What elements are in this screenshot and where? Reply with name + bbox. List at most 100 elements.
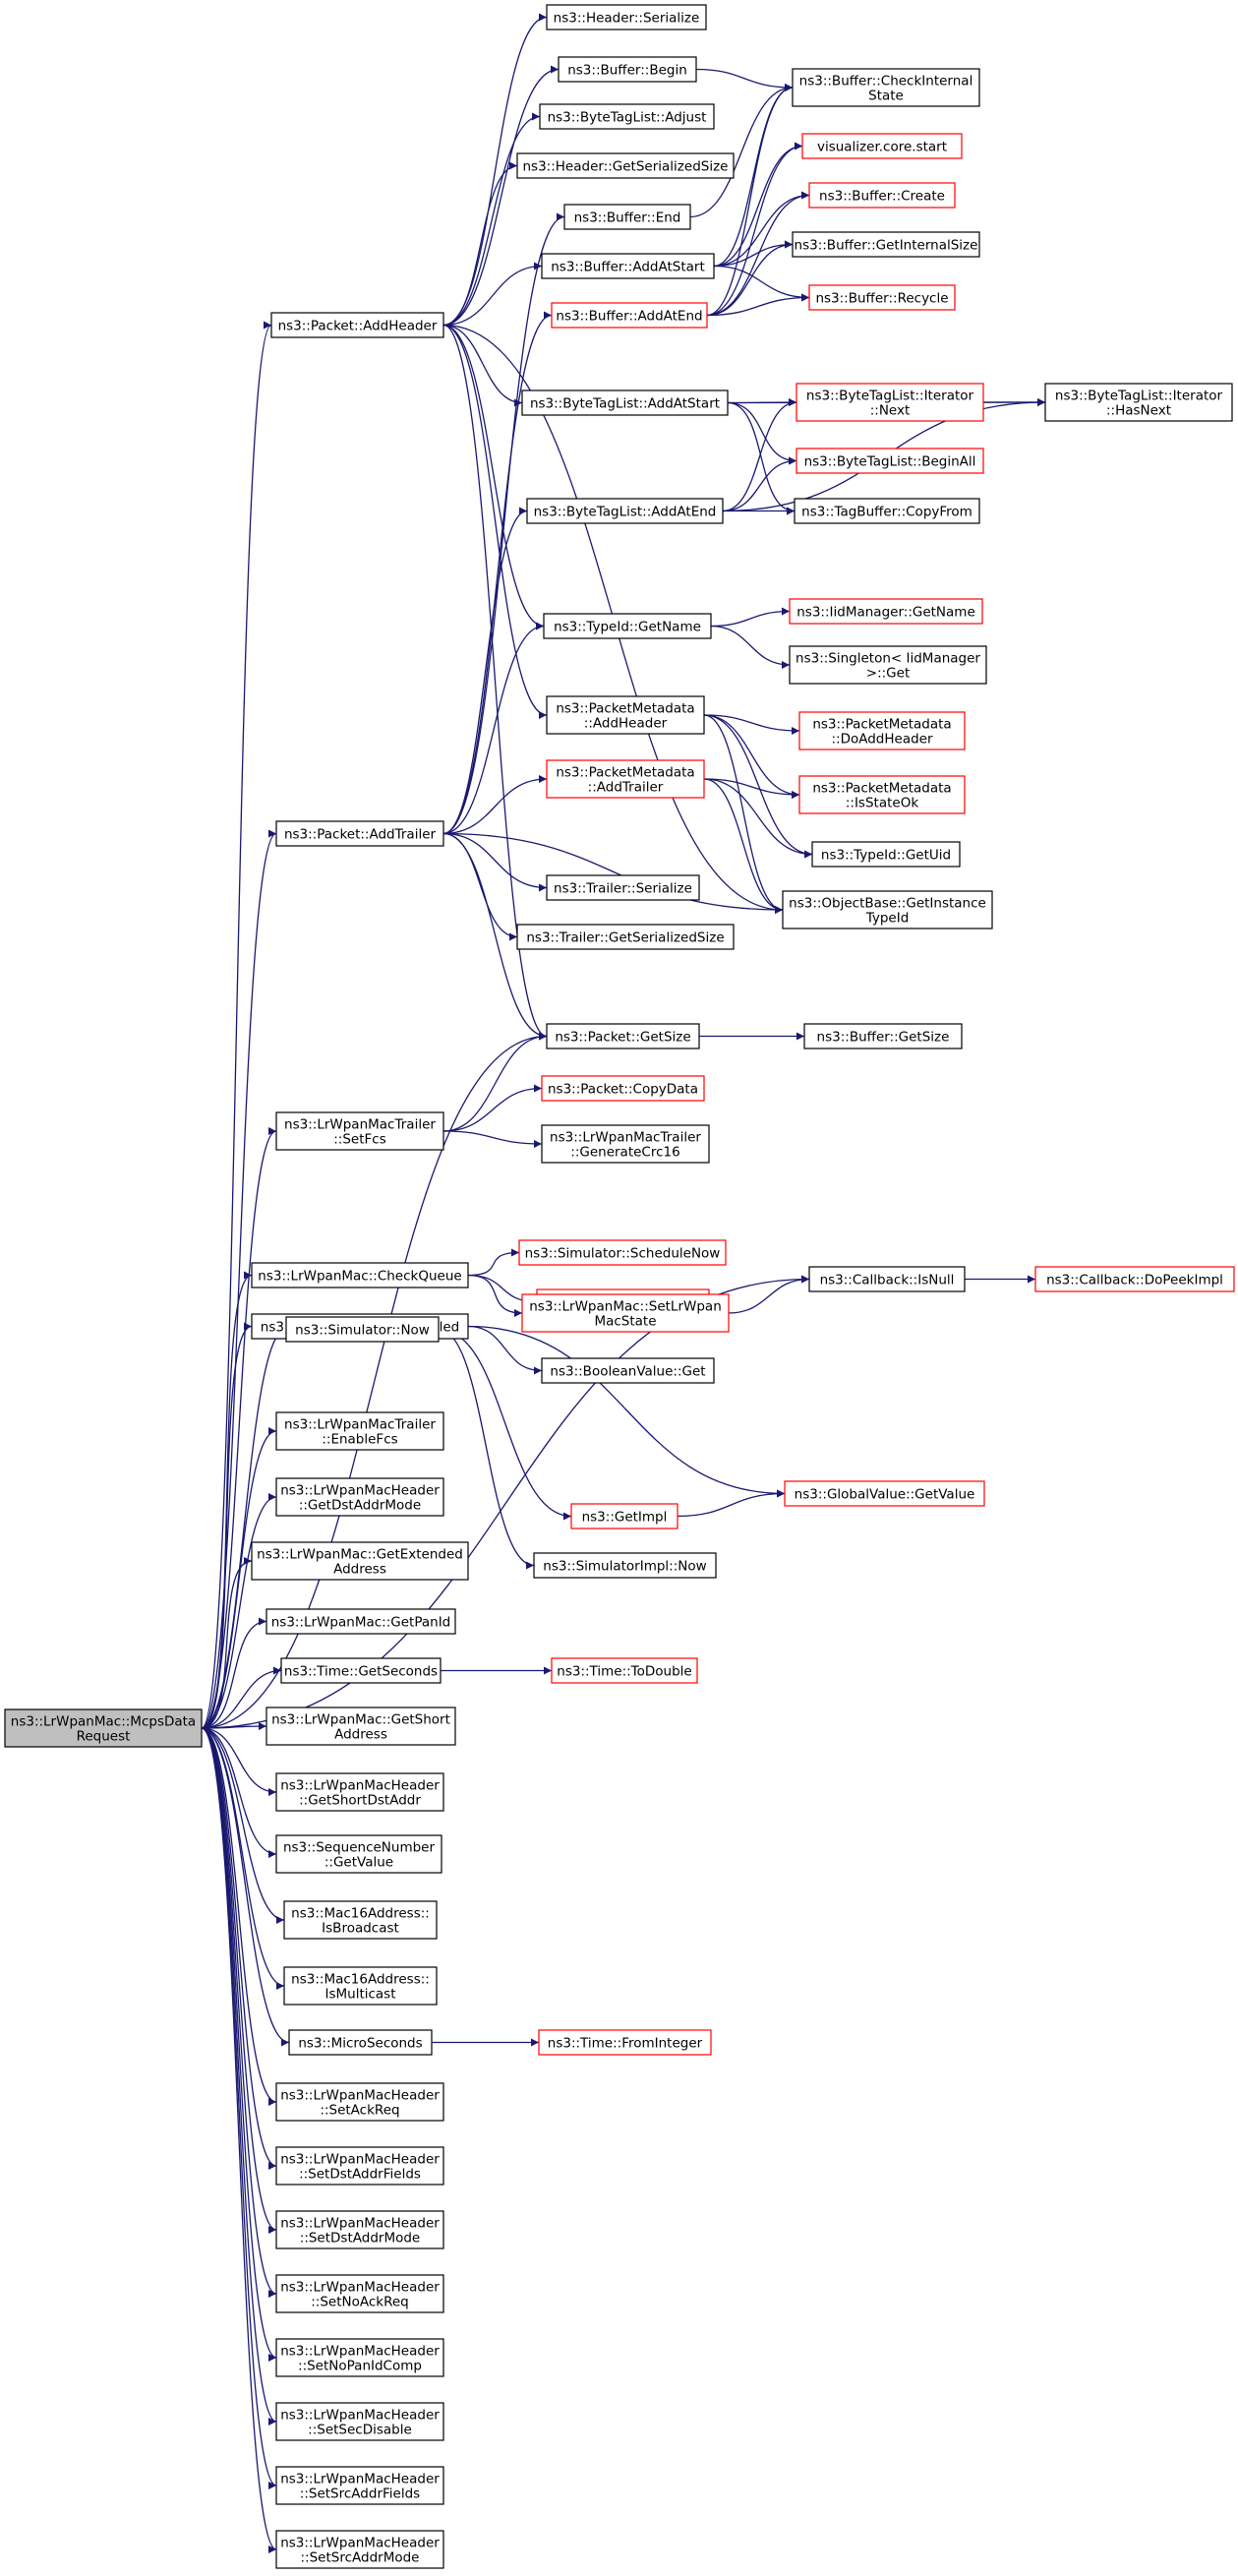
node-getimpl[interactable]: ns3::GetImpl — [570, 1503, 678, 1529]
node-box — [275, 2402, 444, 2441]
node-packet-copydata[interactable]: ns3::Packet::CopyData — [541, 1075, 705, 1102]
node-simimpl-now[interactable]: ns3::SimulatorImpl::Now — [533, 1552, 717, 1579]
node-singleton-get[interactable]: ns3::Singleton< IidManager>::Get — [789, 645, 987, 685]
node-label: ns3::Buffer::CheckInternal — [799, 74, 973, 90]
node-buffer-recycle[interactable]: ns3::Buffer::Recycle — [808, 284, 956, 311]
node-label: ns3::Trailer::GetSerializedSize — [526, 930, 724, 946]
node-box — [811, 841, 961, 868]
node-header-getsersize[interactable]: ns3::Header::GetSerializedSize — [516, 152, 735, 179]
node-label: ns3::Buffer::GetSize — [817, 1030, 950, 1046]
node-label: ns3::Header::GetSerializedSize — [523, 159, 729, 175]
node-label: ns3::GetImpl — [582, 1510, 668, 1526]
edge-packet_addheader-to-bytetaglist_adjust — [442, 112, 541, 327]
node-header-setsrcaddrfields[interactable]: ns3::LrWpanMacHeader::SetSrcAddrFields — [275, 2466, 444, 2505]
node-label: ns3::SimulatorImpl::Now — [543, 1559, 706, 1575]
node-box — [789, 645, 987, 685]
node-label: ns3::BooleanValue::Get — [550, 1364, 705, 1380]
node-mac16-ismulticast[interactable]: ns3::Mac16Address::IsMulticast — [283, 1966, 438, 2006]
node-callback-isnull[interactable]: ns3::Callback::IsNull — [808, 1266, 966, 1292]
node-iidmanager-getname[interactable]: ns3::IidManager::GetName — [789, 598, 983, 625]
node-typeid-getname[interactable]: ns3::TypeId::GetName — [543, 613, 712, 639]
node-header-serialize[interactable]: ns3::Header::Serialize — [546, 4, 707, 30]
edge-typeid_getname-to-iidmanager_getname — [710, 607, 791, 628]
edge-root-to-packet_addtrailer — [201, 829, 277, 1729]
node-box — [803, 1023, 963, 1049]
node-box — [551, 302, 708, 329]
node-seqnum-getvalue[interactable]: ns3::SequenceNumber::GetValue — [275, 1834, 442, 1874]
node-box — [546, 695, 705, 735]
node-globalvalue-getvalue[interactable]: ns3::GlobalValue::GetValue — [784, 1480, 985, 1507]
node-mac16-isbroadcast[interactable]: ns3::Mac16Address::IsBroadcast — [283, 1900, 438, 1940]
node-box — [546, 874, 700, 901]
node-buffer-getsize[interactable]: ns3::Buffer::GetSize — [803, 1023, 963, 1049]
node-label: visualizer.core.start — [817, 140, 947, 155]
node-tagbuffer-copyfrom[interactable]: ns3::TagBuffer::CopyFrom — [794, 498, 980, 524]
node-mac-getpanid[interactable]: ns3::LrWpanMac::GetPanId — [265, 1608, 456, 1635]
node-mac-checkqueue[interactable]: ns3::LrWpanMac::CheckQueue — [251, 1262, 469, 1288]
node-time-getseconds[interactable]: ns3::Time::GetSeconds — [280, 1657, 442, 1684]
node-time-todouble[interactable]: ns3::Time::ToDouble — [551, 1657, 698, 1684]
node-box — [275, 1111, 444, 1151]
node-box — [796, 448, 984, 474]
node-pm-isstateok[interactable]: ns3::PacketMetadata::IsStateOk — [798, 775, 966, 814]
node-trailer-setfcs[interactable]: ns3::LrWpanMacTrailer::SetFcs — [275, 1111, 444, 1151]
node-label: ::GenerateCrc16 — [570, 1145, 679, 1161]
node-buffer-begin[interactable]: ns3::Buffer::Begin — [558, 56, 697, 83]
node-btl-addatstart[interactable]: ns3::ByteTagList::AddAtStart — [521, 389, 729, 416]
edge-mac_setstate-to-callback_isnull — [728, 1275, 810, 1314]
node-btl-beginall[interactable]: ns3::ByteTagList::BeginAll — [796, 448, 984, 474]
node-sim-schedulenow[interactable]: ns3::Simulator::ScheduleNow — [518, 1239, 727, 1266]
node-header-getdstaddrmode[interactable]: ns3::LrWpanMacHeader::GetDstAddrMode — [275, 1477, 444, 1517]
node-buffer-end[interactable]: ns3::Buffer::End — [563, 204, 691, 230]
node-header-setsrcaddrmode[interactable]: ns3::LrWpanMacHeader::SetSrcAddrMode — [275, 2530, 444, 2569]
node-header-setdstaddrmode[interactable]: ns3::LrWpanMacHeader::SetDstAddrMode — [275, 2210, 444, 2249]
edge-packet_addtrailer-to-buffer_addatend — [442, 311, 553, 835]
node-header-setackreq[interactable]: ns3::LrWpanMacHeader::SetAckReq — [275, 2082, 444, 2122]
node-btl-iter-hasnext[interactable]: ns3::ByteTagList::Iterator::HasNext — [1044, 383, 1233, 422]
edge-btl_addatend-to-btl_iter_next — [722, 398, 797, 512]
node-btl-iter-next[interactable]: ns3::ByteTagList::Iterator::Next — [796, 383, 984, 422]
node-pm-doaddheader[interactable]: ns3::PacketMetadata::DoAddHeader — [798, 711, 966, 750]
node-packet-addtrailer[interactable]: ns3::Packet::AddTrailer — [275, 820, 444, 847]
node-header-setdstaddrfields[interactable]: ns3::LrWpanMacHeader::SetDstAddrFields — [275, 2146, 444, 2186]
node-buffer-addatend[interactable]: ns3::Buffer::AddAtEnd — [551, 302, 708, 329]
node-booleanvalue-get[interactable]: ns3::BooleanValue::Get — [541, 1357, 715, 1384]
node-header-setnoackreq[interactable]: ns3::LrWpanMacHeader::SetNoAckReq — [275, 2274, 444, 2313]
node-trailer-serialize[interactable]: ns3::Trailer::Serialize — [546, 874, 700, 901]
node-callback-dopeekimpl[interactable]: ns3::Callback::DoPeekImpl — [1034, 1266, 1235, 1292]
edge-root-to-packet_getsize — [201, 1032, 548, 1729]
edge-root-to-sim_now — [201, 1325, 287, 1729]
node-microseconds[interactable]: ns3::MicroSeconds — [288, 2029, 433, 2056]
node-buffer-addatstart[interactable]: ns3::Buffer::AddAtStart — [541, 253, 715, 279]
node-header-getshortdstaddr[interactable]: ns3::LrWpanMacHeader::GetShortDstAddr — [275, 1772, 444, 1812]
edge-pm_addheader-to-pm_doaddheader — [703, 714, 800, 735]
node-visualizer-start[interactable]: visualizer.core.start — [801, 133, 963, 159]
node-trailer-enablefcs[interactable]: ns3::LrWpanMacTrailer::EnableFcs — [275, 1411, 444, 1451]
node-header-setnopanidcomp[interactable]: ns3::LrWpanMacHeader::SetNoPanIdComp — [275, 2338, 444, 2377]
node-packet-addheader[interactable]: ns3::Packet::AddHeader — [270, 312, 444, 338]
node-buffer-create[interactable]: ns3::Buffer::Create — [808, 182, 956, 209]
node-header-setsecdisable[interactable]: ns3::LrWpanMacHeader::SetSecDisable — [275, 2402, 444, 2441]
node-bytetaglist-adjust[interactable]: ns3::ByteTagList::Adjust — [539, 103, 715, 130]
node-packet-getsize[interactable]: ns3::Packet::GetSize — [546, 1023, 700, 1049]
edge-packet_addheader-to-buffer_addatstart — [442, 262, 543, 327]
node-trailer-gencrc16[interactable]: ns3::LrWpanMacTrailer::GenerateCrc16 — [541, 1124, 710, 1164]
node-box — [516, 152, 735, 179]
node-typeid-getuid[interactable]: ns3::TypeId::GetUid — [811, 841, 961, 868]
node-box — [533, 1552, 717, 1579]
node-sim-now[interactable]: ns3::Simulator::Now — [285, 1316, 440, 1343]
node-time-frominteger[interactable]: ns3::Time::FromInteger — [538, 2029, 712, 2056]
node-pm-addheader[interactable]: ns3::PacketMetadata::AddHeader — [546, 695, 705, 735]
node-trailer-getsersize[interactable]: ns3::Trailer::GetSerializedSize — [516, 924, 735, 950]
node-btl-addatend[interactable]: ns3::ByteTagList::AddAtEnd — [526, 498, 724, 524]
node-box — [541, 1124, 710, 1164]
node-buffer-getinternalsize[interactable]: ns3::Buffer::GetInternalSize — [792, 231, 980, 258]
node-box — [251, 1262, 469, 1288]
node-pm-addtrailer[interactable]: ns3::PacketMetadata::AddTrailer — [546, 759, 705, 799]
